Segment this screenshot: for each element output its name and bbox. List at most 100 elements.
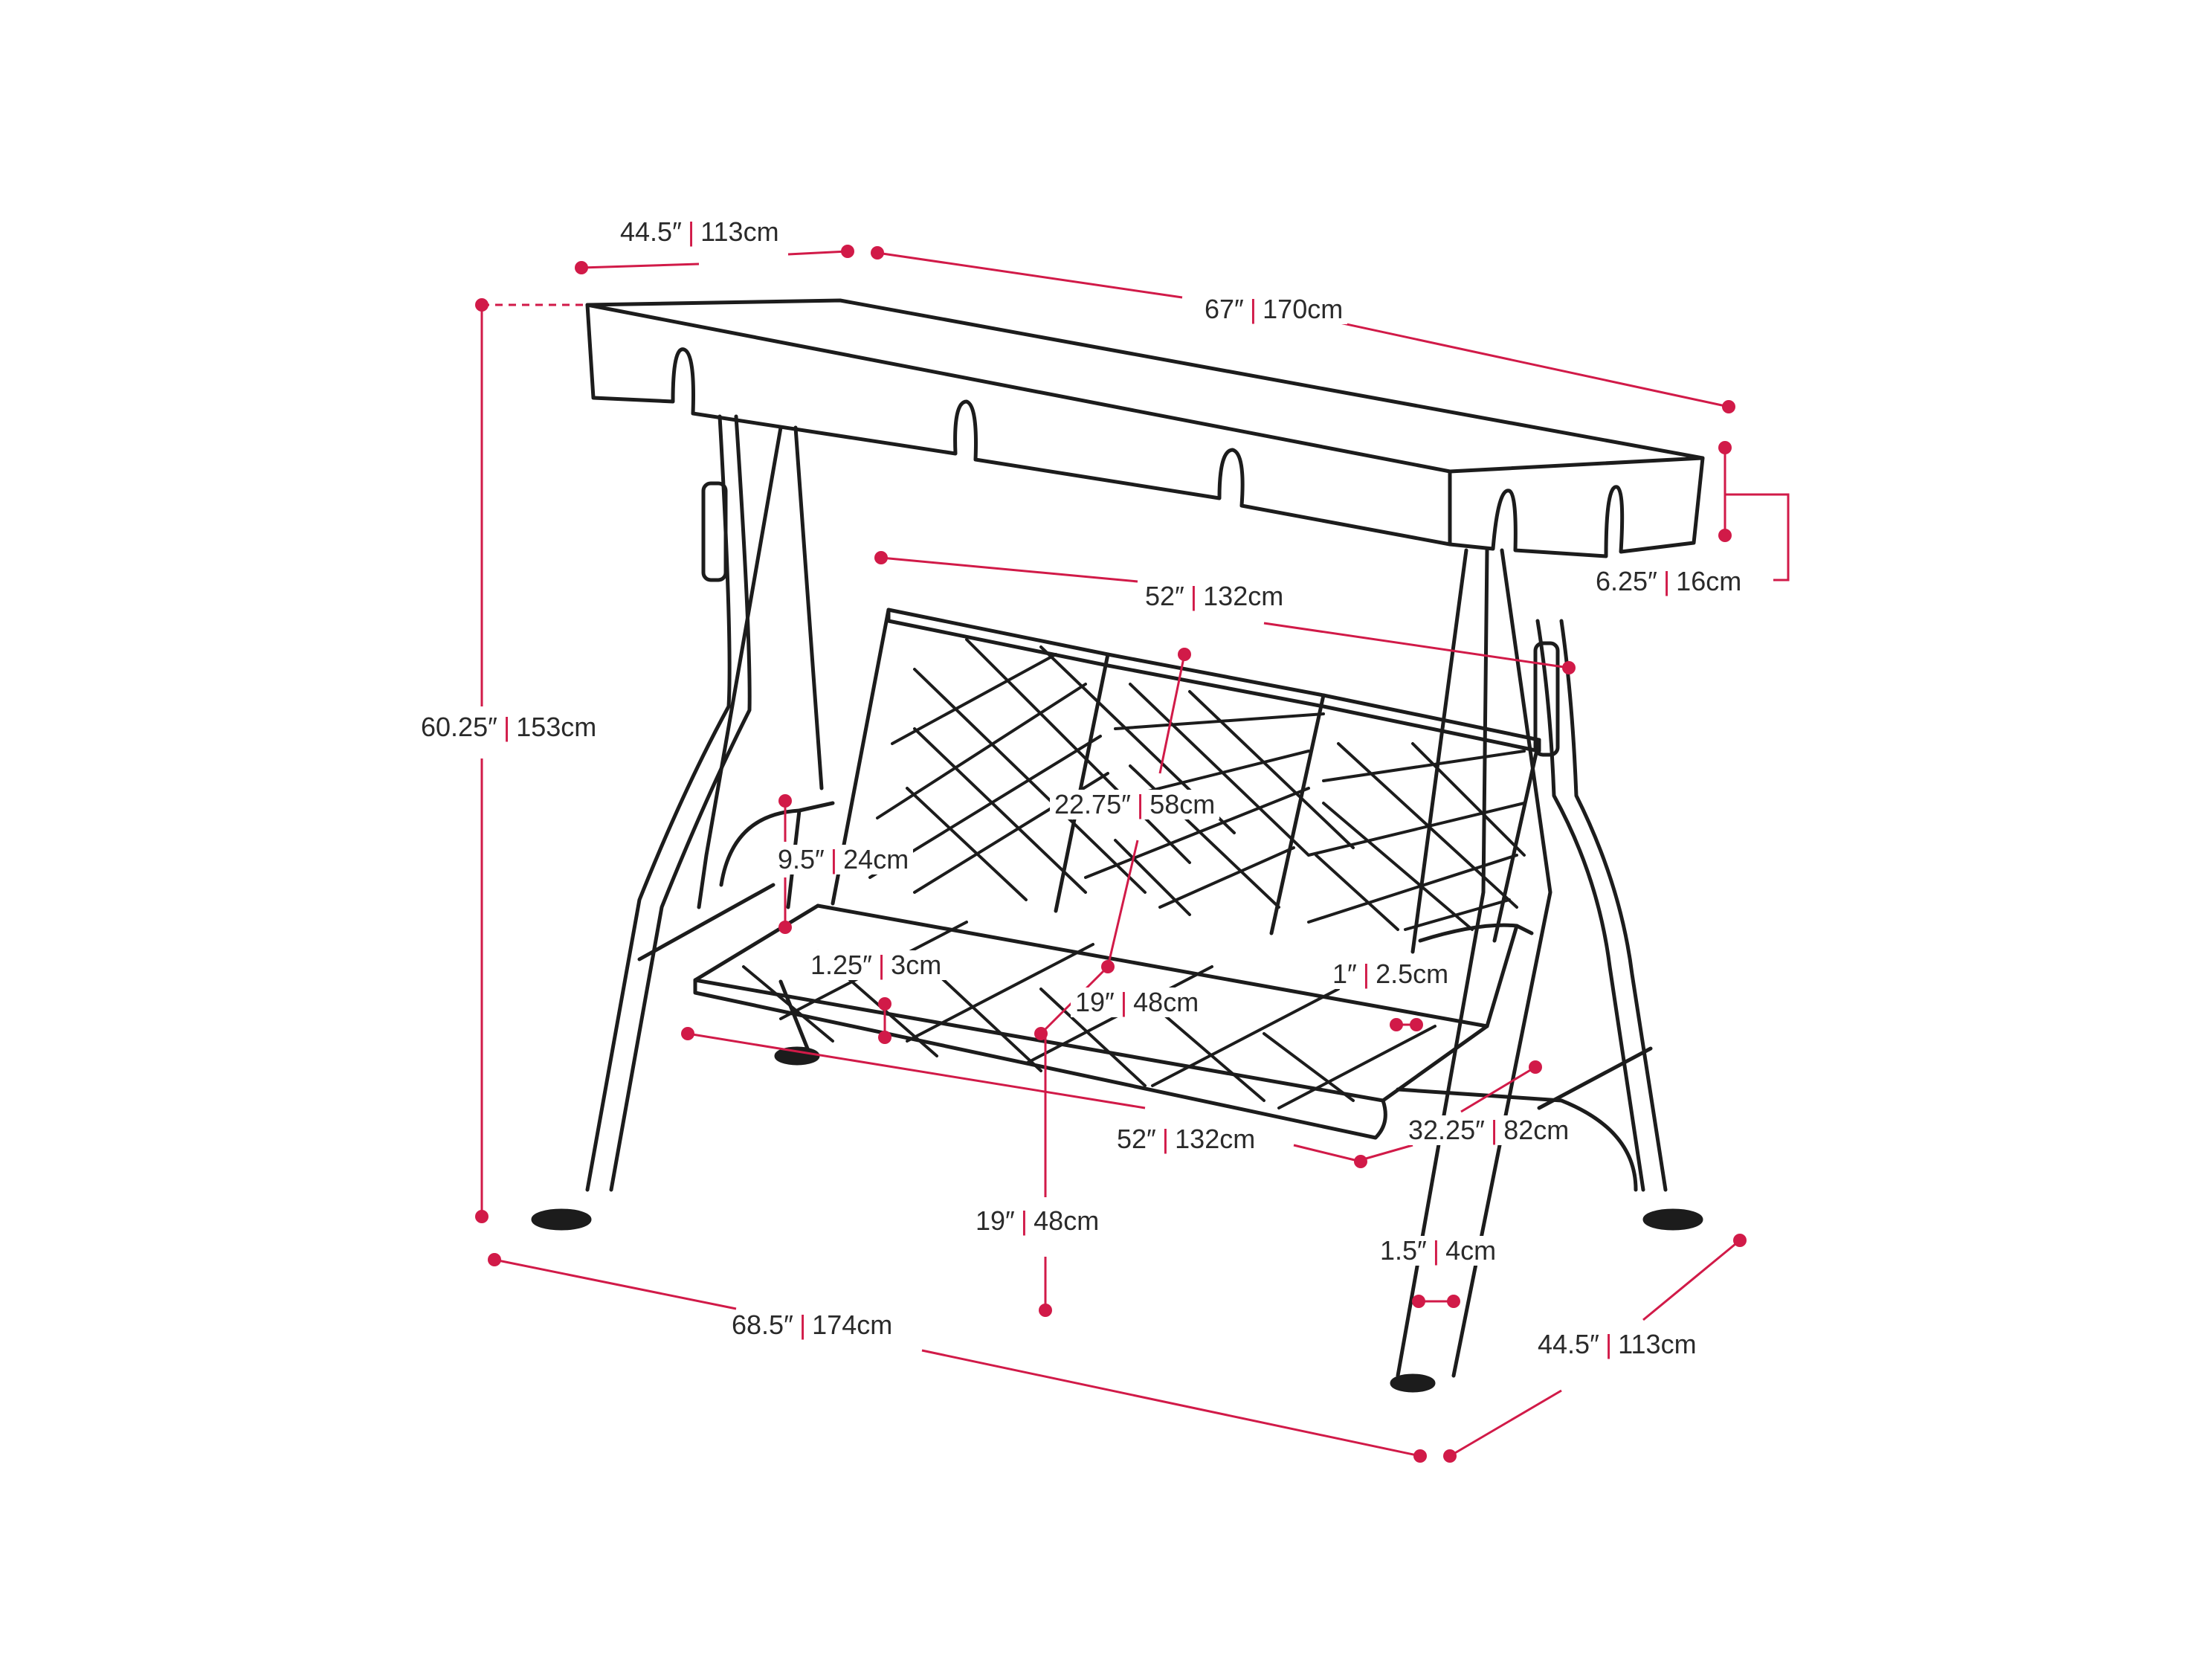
dim-line-canopy-skirt — [1724, 448, 1790, 582]
dim-separator: | — [799, 1310, 807, 1340]
left-front-foot — [531, 1208, 592, 1231]
dim-separator: | — [1120, 987, 1128, 1017]
dim-label-total-height: 60.25″|153cm — [416, 712, 602, 742]
dim-metric: 113cm — [1618, 1329, 1697, 1359]
dim-metric: 48cm — [1133, 987, 1199, 1017]
right-leg-front — [1535, 619, 1645, 1192]
right-rear-foot — [1390, 1373, 1436, 1393]
seat-side-right — [1381, 1024, 1489, 1103]
dim-metric: 82cm — [1503, 1115, 1570, 1145]
dim-line-backrest-width — [880, 556, 1570, 669]
canopy-top — [585, 298, 1705, 474]
dim-metric: 3cm — [891, 950, 942, 980]
dim-separator: | — [1490, 1115, 1498, 1145]
right-post-sleeve — [1533, 641, 1560, 757]
dim-line-base-width — [494, 1258, 1421, 1457]
dimension-endpoints — [475, 245, 1747, 1463]
dim-label-base-width: 68.5″|174cm — [727, 1310, 897, 1340]
dim-line-canopy-width — [877, 251, 1729, 408]
swing-frame — [531, 298, 1705, 1393]
dim-separator: | — [830, 844, 838, 874]
dim-imperial: 1″ — [1332, 959, 1357, 989]
dim-label-backrest-width: 52″|132cm — [1141, 581, 1289, 611]
right-foot-brace — [1537, 1046, 1653, 1110]
right-front-foot — [1642, 1208, 1703, 1231]
chain-right — [1485, 924, 1519, 1028]
dim-metric: 58cm — [1149, 789, 1216, 819]
dim-imperial: 44.5″ — [1538, 1329, 1599, 1359]
dim-line-base-depth — [1449, 1239, 1741, 1457]
dim-metric: 113cm — [700, 216, 779, 247]
dim-metric: 170cm — [1263, 294, 1344, 324]
dim-label-seat-depth: 19″|48cm — [1071, 987, 1204, 1017]
dim-label-seat-frame-thickness: 1.25″|3cm — [806, 950, 947, 980]
left-leg-front — [585, 414, 732, 1192]
dim-metric: 16cm — [1676, 566, 1742, 596]
dim-imperial: 19″ — [1075, 987, 1115, 1017]
left-foot-brace — [637, 883, 776, 961]
dim-line-canopy-depth — [581, 250, 848, 269]
seat-side-left — [693, 903, 820, 982]
dim-metric: 132cm — [1203, 581, 1284, 611]
dim-separator: | — [1190, 581, 1198, 611]
dim-separator: | — [1605, 1329, 1613, 1359]
dim-imperial: 22.75″ — [1054, 789, 1131, 819]
left-post-sleeve — [701, 481, 728, 582]
dim-label-armrest-height: 9.5″|24cm — [773, 844, 914, 874]
left-foot-rear — [778, 979, 813, 1058]
dim-separator: | — [1362, 959, 1370, 989]
canopy-front-lower — [585, 303, 1452, 547]
right-leg-rear-2 — [1451, 548, 1552, 1378]
dim-label-canopy-width: 67″|170cm — [1200, 294, 1348, 324]
dim-separator: | — [503, 712, 511, 742]
right-armrest — [1418, 923, 1534, 943]
dim-metric: 24cm — [843, 844, 909, 874]
left-leg-rear — [697, 425, 783, 909]
dim-imperial: 67″ — [1205, 294, 1244, 324]
backrest-divider-1 — [1054, 652, 1110, 913]
dim-separator: | — [1249, 294, 1257, 324]
dim-imperial: 1.25″ — [810, 950, 872, 980]
seat-back-rail — [816, 903, 1489, 1028]
dim-label-canopy-depth: 44.5″|113cm — [616, 217, 784, 247]
dim-label-seat-swing-depth: 32.25″|82cm — [1404, 1115, 1574, 1145]
dim-separator: | — [1663, 566, 1671, 596]
backrest-divider-2 — [1269, 693, 1326, 935]
dim-imperial: 44.5″ — [620, 216, 682, 247]
dim-separator: | — [687, 216, 695, 247]
left-leg-front-inner — [609, 414, 752, 1192]
backrest-top-rail — [886, 608, 1541, 753]
dim-metric: 132cm — [1175, 1124, 1256, 1154]
left-armrest — [719, 801, 835, 887]
dim-imperial: 52″ — [1145, 581, 1184, 611]
dim-label-leg-tube: 1.5″|4cm — [1376, 1235, 1501, 1266]
right-leg-rear — [1396, 548, 1489, 1378]
dim-line-swing-depth — [1360, 1066, 1536, 1162]
dim-imperial: 60.25″ — [421, 712, 497, 742]
dim-line-backrest-height — [1106, 654, 1186, 967]
dim-metric: 2.5cm — [1376, 959, 1449, 989]
dim-metric: 48cm — [1034, 1205, 1100, 1236]
dim-line-seat-width — [687, 1032, 1361, 1163]
dim-label-backrest-height: 22.75″|58cm — [1050, 789, 1220, 819]
dimension-lines — [480, 250, 1790, 1457]
backrest-mesh — [868, 638, 1526, 931]
dim-label-seat-height: 19″|48cm — [971, 1205, 1104, 1236]
dim-label-canopy-skirt: 6.25″|16cm — [1591, 566, 1747, 596]
dim-separator: | — [877, 950, 886, 980]
dim-separator: | — [1136, 789, 1144, 819]
left-leg-rear-2 — [793, 425, 824, 790]
dim-imperial: 6.25″ — [1596, 566, 1657, 596]
dim-metric: 153cm — [516, 712, 597, 742]
base-stretcher — [1396, 1087, 1638, 1192]
canopy-skirt — [1448, 456, 1705, 558]
dim-label-seat-width: 52″|132cm — [1112, 1124, 1260, 1154]
dim-separator: | — [1161, 1124, 1170, 1154]
dim-imperial: 32.25″ — [1408, 1115, 1485, 1145]
dim-separator: | — [1432, 1235, 1440, 1266]
right-leg-front-inner — [1559, 619, 1668, 1192]
dim-imperial: 9.5″ — [778, 844, 825, 874]
dim-label-seat-tube: 1″|2.5cm — [1328, 959, 1454, 989]
dim-imperial: 1.5″ — [1380, 1235, 1427, 1266]
